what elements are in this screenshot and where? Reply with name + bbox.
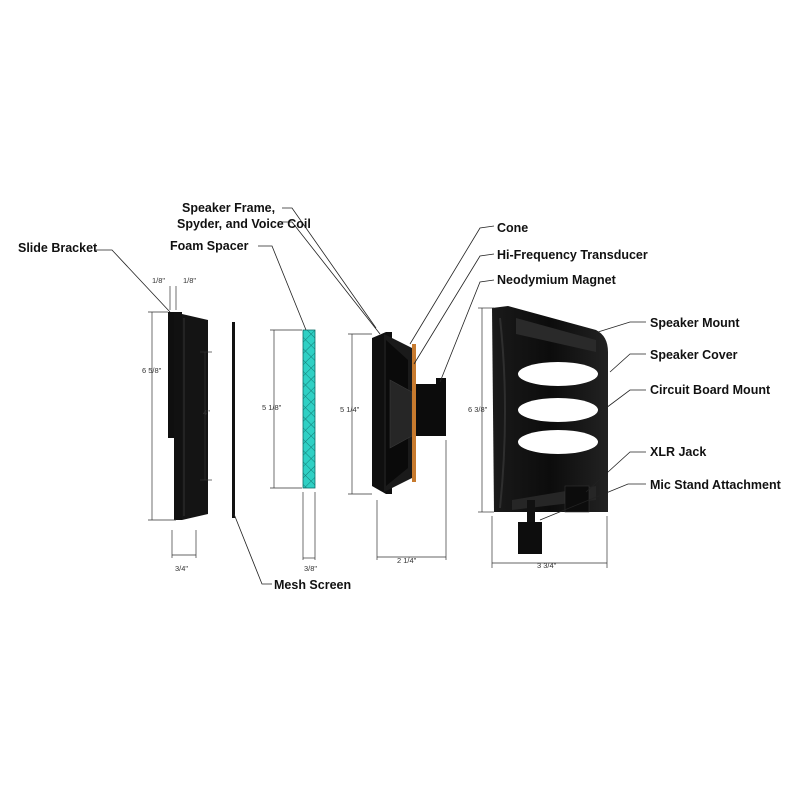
dim-housing-depth: 3 3/4" <box>537 561 557 570</box>
label-speaker-frame-line2: Spyder, and Voice Coil <box>177 217 311 231</box>
label-speaker-mount: Speaker Mount <box>650 316 740 330</box>
label-mic-stand-attachment: Mic Stand Attachment <box>650 478 782 492</box>
label-speaker-frame-line1: Speaker Frame, <box>182 201 275 215</box>
leader-lines <box>96 207 646 585</box>
slide-bracket-part <box>168 312 208 520</box>
dim-housing-height: 6 3/8" <box>468 405 488 414</box>
label-hi-frequency-transducer: Hi-Frequency Transducer <box>497 248 648 262</box>
speaker-housing-part <box>492 306 608 554</box>
cutout-oval-middle <box>518 398 598 422</box>
label-foam-spacer: Foam Spacer <box>170 239 249 253</box>
cutout-oval-bottom <box>518 430 598 454</box>
dim-bracket-height: 6 5/8" <box>142 366 162 375</box>
foam-spacer-dimensions <box>270 329 316 560</box>
label-cone: Cone <box>497 221 528 235</box>
dim-speaker-height: 5 1/4" <box>340 405 360 414</box>
label-neodymium-magnet: Neodymium Magnet <box>497 273 617 287</box>
foam-spacer-part <box>302 329 316 489</box>
label-mesh-screen: Mesh Screen <box>274 578 351 592</box>
cutout-oval-top <box>518 362 598 386</box>
dim-bracket-depth: 3/4" <box>175 564 188 573</box>
dim-bracket-gap-left: 1/8" <box>152 276 165 285</box>
dim-bracket-gap-right: 1/8" <box>183 276 196 285</box>
slide-bracket-dimensions <box>148 286 212 558</box>
speaker-driver-dimensions <box>348 333 447 560</box>
dim-speaker-depth: 2 1/4" <box>397 556 417 565</box>
dim-foam-height: 5 1/8" <box>262 403 282 412</box>
housing-dimensions <box>478 307 608 568</box>
label-circuit-board-mount: Circuit Board Mount <box>650 383 771 397</box>
label-speaker-cover: Speaker Cover <box>650 348 738 362</box>
dim-foam-thickness: 3/8" <box>304 564 317 573</box>
label-slide-bracket: Slide Bracket <box>18 241 98 255</box>
speaker-driver-part <box>372 332 446 494</box>
label-xlr-jack: XLR Jack <box>650 445 706 459</box>
dim-bracket-inner-height: 4" <box>203 408 210 417</box>
mesh-screen-part <box>232 322 235 518</box>
